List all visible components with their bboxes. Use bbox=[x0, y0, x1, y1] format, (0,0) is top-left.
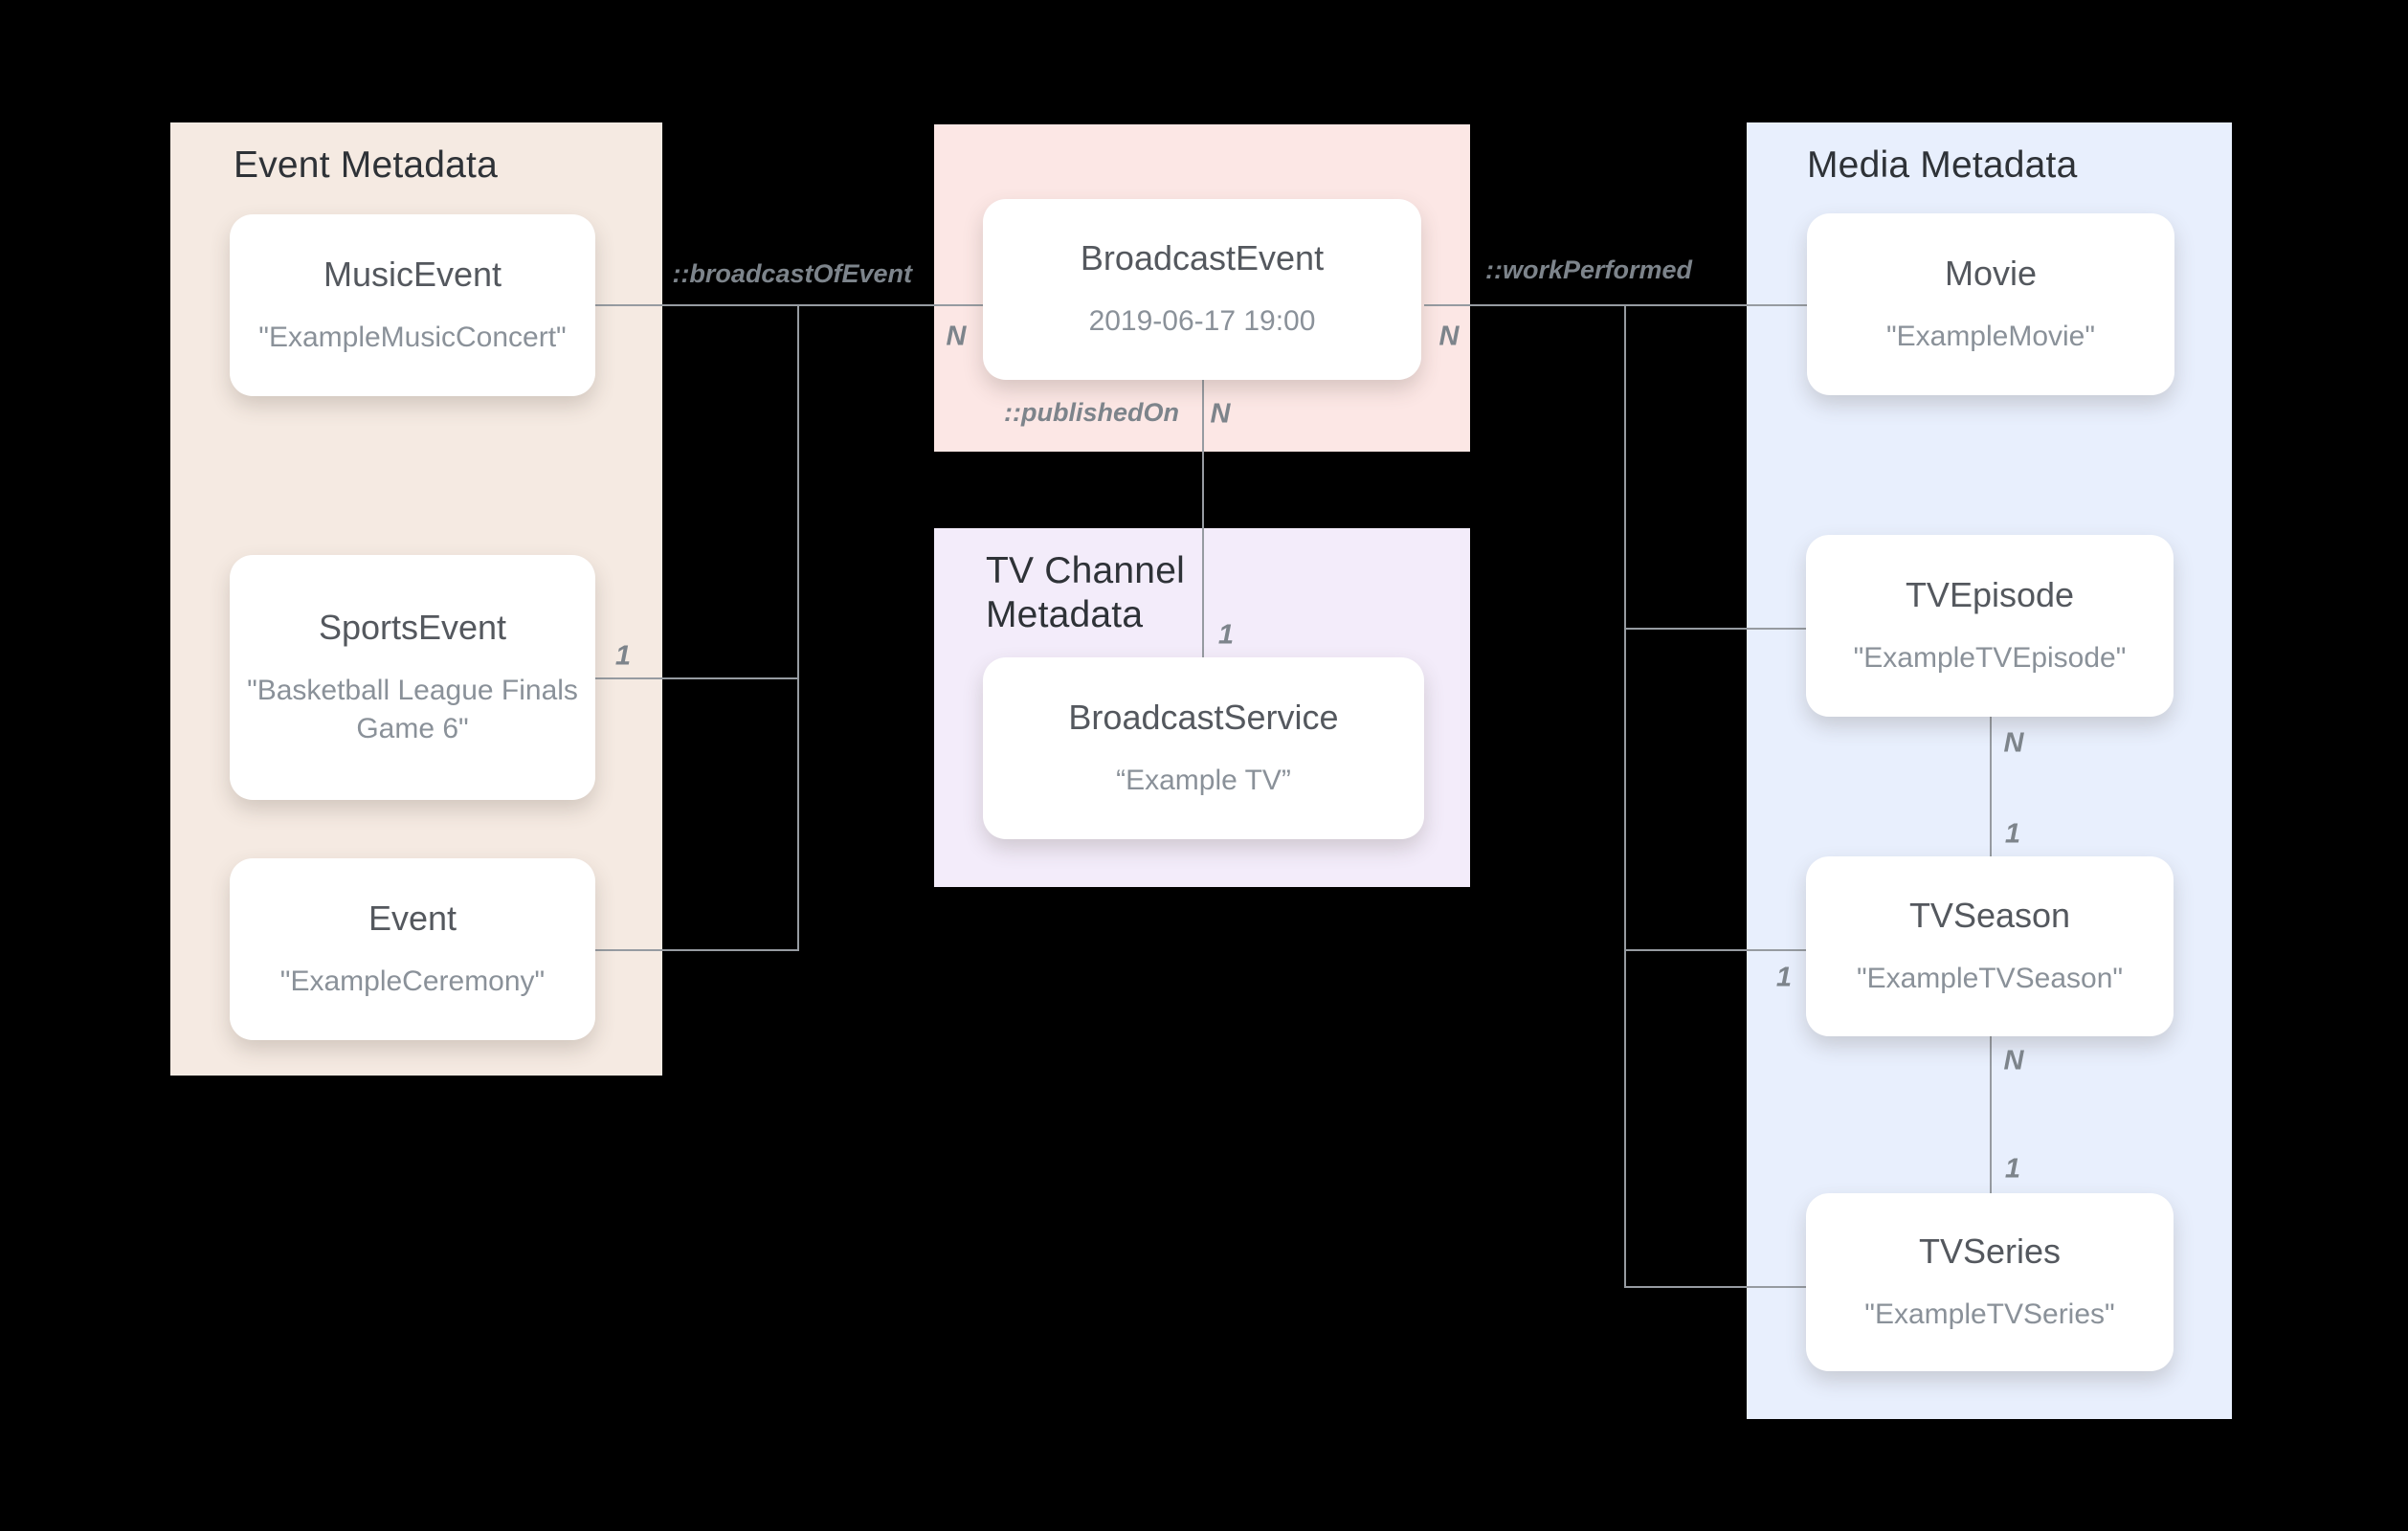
edge-tvseason-stub bbox=[1624, 949, 1806, 951]
node-value: 2019-06-17 19:00 bbox=[1088, 305, 1316, 337]
node-value: “Example TV” bbox=[1116, 764, 1291, 796]
node-value: "ExampleTVEpisode" bbox=[1853, 641, 2127, 674]
cardinality-n-tvseason: N bbox=[2003, 1045, 2024, 1076]
cardinality-n-tvepisode: N bbox=[2003, 727, 2024, 759]
node-title: TVSeason bbox=[1908, 895, 2071, 935]
edge-broadcastevent-movie bbox=[1424, 304, 1807, 306]
cardinality-n-published-on: N bbox=[1210, 398, 1231, 430]
node-value: "ExampleTVSeason" bbox=[1856, 962, 2124, 994]
edge-tvseries-stub bbox=[1624, 1286, 1806, 1288]
cardinality-1-sportsevent: 1 bbox=[614, 640, 632, 672]
node-title: Event bbox=[368, 898, 457, 938]
node-value: "ExampleMusicConcert" bbox=[258, 321, 567, 353]
node-event: Event "ExampleCeremony" bbox=[230, 858, 595, 1040]
node-title: Movie bbox=[1944, 253, 2038, 293]
edge-musicevent-broadcastevent bbox=[595, 304, 983, 306]
node-movie: Movie "ExampleMovie" bbox=[1807, 213, 2174, 395]
edge-broadcastevent-broadcastservice bbox=[1202, 380, 1204, 657]
edge-tvepisode-tvseason bbox=[1990, 717, 1992, 856]
edge-label-work-performed: ::workPerformed bbox=[1485, 255, 1693, 284]
node-title: BroadcastService bbox=[1068, 697, 1339, 737]
edge-event-stub bbox=[595, 949, 798, 951]
node-value: "Basketball League Finals Game 6" bbox=[247, 674, 578, 744]
cardinality-1-tvseason-top: 1 bbox=[2004, 818, 2021, 850]
node-sports-event: SportsEvent "Basketball League Finals Ga… bbox=[230, 555, 595, 800]
node-title: SportsEvent bbox=[318, 607, 507, 647]
node-title: MusicEvent bbox=[323, 254, 502, 294]
event-metadata-title: Event Metadata bbox=[234, 144, 498, 186]
node-tv-episode: TVEpisode "ExampleTVEpisode" bbox=[1806, 535, 2174, 717]
node-title: TVSeries bbox=[1918, 1231, 2062, 1271]
cardinality-n-broadcastevent-right: N bbox=[1438, 321, 1460, 352]
edge-label-broadcast-of-event: ::broadcastOfEvent bbox=[672, 259, 912, 288]
node-value: "ExampleMovie" bbox=[1885, 320, 2096, 352]
node-music-event: MusicEvent "ExampleMusicConcert" bbox=[230, 214, 595, 396]
edge-sportsevent-stub bbox=[595, 677, 798, 679]
media-metadata-title: Media Metadata bbox=[1807, 144, 2078, 186]
cardinality-1-broadcastservice: 1 bbox=[1217, 619, 1235, 651]
edge-left-branch bbox=[797, 304, 799, 951]
cardinality-1-tvseries-top: 1 bbox=[2004, 1153, 2021, 1185]
cardinality-n-broadcastevent-left: N bbox=[946, 321, 967, 352]
node-value: "ExampleCeremony" bbox=[279, 965, 546, 997]
node-tv-season: TVSeason "ExampleTVSeason" bbox=[1806, 856, 2174, 1036]
cardinality-1-tvseason-left: 1 bbox=[1775, 962, 1793, 993]
tv-channel-metadata-title: TV Channel Metadata bbox=[986, 550, 1185, 635]
node-broadcast-event: BroadcastEvent 2019-06-17 19:00 bbox=[983, 199, 1421, 380]
edge-label-published-on: ::publishedOn bbox=[1004, 398, 1179, 427]
edge-right-branch bbox=[1624, 304, 1626, 1287]
node-broadcast-service: BroadcastService “Example TV” bbox=[983, 657, 1424, 839]
edge-tvseason-tvseries bbox=[1990, 1036, 1992, 1193]
node-tv-series: TVSeries "ExampleTVSeries" bbox=[1806, 1193, 2174, 1371]
node-value: "ExampleTVSeries" bbox=[1864, 1298, 2115, 1330]
node-title: BroadcastEvent bbox=[1080, 238, 1325, 277]
node-title: TVEpisode bbox=[1905, 574, 2075, 614]
edge-tvepisode-stub bbox=[1624, 628, 1806, 630]
